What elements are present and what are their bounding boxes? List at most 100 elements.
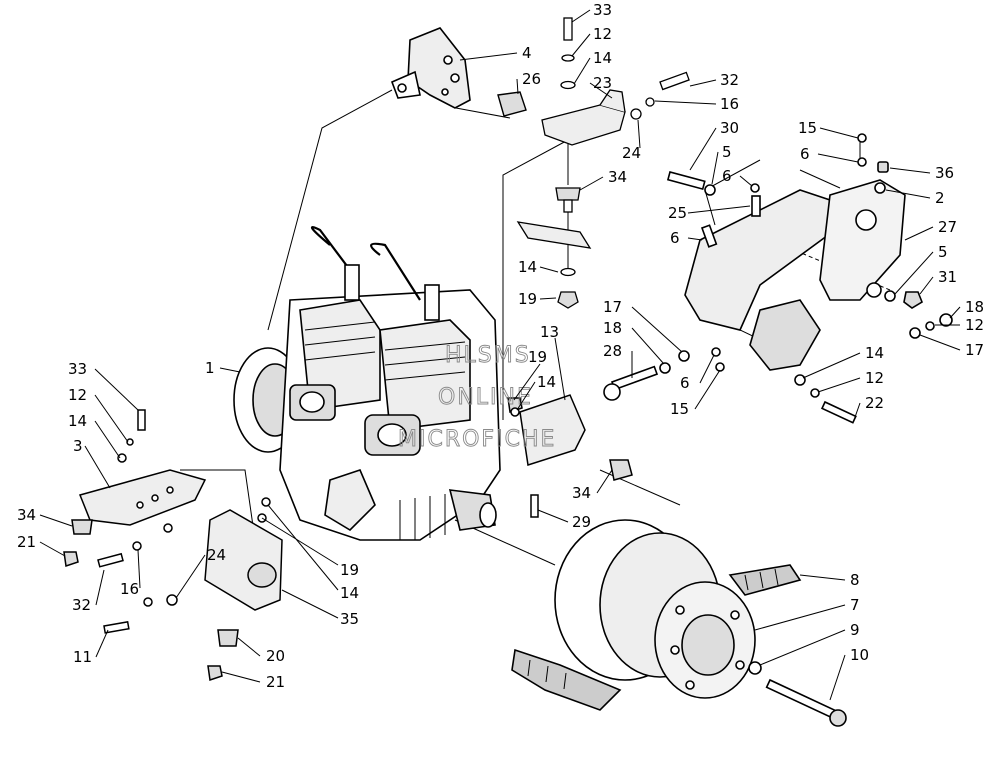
mount-plate-23 <box>541 104 626 146</box>
watermark: HLSMS ONLINE MICROFICHE <box>398 343 555 453</box>
cap-36 <box>877 161 889 173</box>
callout-c-6d: 6 <box>680 354 715 392</box>
callout-number: 14 <box>537 373 556 391</box>
callout-leader <box>687 205 751 214</box>
callout-number: 17 <box>965 341 984 359</box>
callout-number: 32 <box>720 71 739 89</box>
mount-plate-13 <box>519 394 586 466</box>
callout-leader <box>853 402 861 421</box>
callout-c-16a: 16 <box>654 95 739 113</box>
bolt-6-left <box>700 224 718 248</box>
callout-c-7: 7 <box>754 596 860 631</box>
callout-c-34a: 34 <box>579 168 627 191</box>
center-mount-assembly <box>507 394 633 518</box>
washer-14-lower-left <box>261 497 271 507</box>
callout-number: 14 <box>865 344 884 362</box>
callout-leader <box>84 445 111 489</box>
callout-leader <box>219 367 241 373</box>
callout-leader <box>94 394 129 443</box>
washer-18-right <box>939 313 953 327</box>
callout-leader <box>631 306 683 353</box>
washer-18-left <box>659 362 671 374</box>
callout-leader <box>539 266 559 273</box>
washer-5-right <box>704 184 716 196</box>
callout-c-5a: 5 <box>711 143 732 185</box>
callout-leader <box>829 654 846 701</box>
washer-9 <box>748 661 762 675</box>
callout-number: 16 <box>120 580 139 598</box>
callout-leader <box>39 514 73 527</box>
washer-12-right <box>925 321 935 331</box>
callout-leader <box>516 78 519 95</box>
callout-number: 17 <box>603 298 622 316</box>
bushing-2 <box>874 182 886 194</box>
callout-leader <box>694 369 721 410</box>
callout-leader <box>94 420 121 459</box>
callout-number: 35 <box>340 610 359 628</box>
callout-c-17b: 17 <box>919 334 984 359</box>
callout-leader <box>699 354 715 384</box>
callout-c-6c: 6 <box>670 229 703 247</box>
callout-leader <box>571 9 591 23</box>
callout-leader <box>919 276 934 295</box>
washer-14-left <box>117 453 127 463</box>
callout-c-24b: 24 <box>175 546 226 599</box>
bolt-30 <box>666 171 706 191</box>
callout-leader <box>819 127 859 139</box>
spark-plug-wire-left <box>310 226 351 271</box>
callout-leader <box>654 100 717 105</box>
washer-17-right <box>909 327 921 339</box>
callout-c-12d: 12 <box>68 386 129 443</box>
callout-c-36: 36 <box>889 164 954 182</box>
callout-number: 16 <box>720 95 739 113</box>
callout-number: 12 <box>68 386 87 404</box>
callout-c-2: 2 <box>885 189 945 207</box>
callout-leader <box>889 167 931 174</box>
callout-c-1: 1 <box>205 359 241 377</box>
callout-number: 24 <box>207 546 226 564</box>
washer-12-left <box>126 438 134 446</box>
callout-c-33b: 33 <box>68 360 139 411</box>
callout-leader <box>221 671 261 683</box>
callout-leader <box>754 604 846 631</box>
callout-c-24a: 24 <box>622 119 641 162</box>
callout-leader <box>802 352 861 379</box>
callout-leader <box>579 176 604 191</box>
callout-number: 10 <box>850 646 869 664</box>
callout-leader <box>281 589 339 619</box>
callout-leader <box>95 569 105 606</box>
callout-c-14a: 14 <box>573 49 612 85</box>
callout-number: 34 <box>608 168 627 186</box>
rubber-mount-20 <box>217 629 239 647</box>
callout-number: 11 <box>73 648 92 666</box>
callout-c-9: 9 <box>759 621 860 666</box>
lock-washer-12-top <box>561 54 575 62</box>
callout-c-14b: 14 <box>518 258 559 276</box>
washer-12-lower <box>810 388 820 398</box>
callout-number: 30 <box>720 119 739 137</box>
spark-plug-wire-right <box>370 242 421 301</box>
callout-number: 20 <box>266 647 285 665</box>
callout-c-14c: 14 <box>516 373 556 411</box>
callout-c-19a: 19 <box>518 290 557 308</box>
callout-c-23: 23 <box>589 74 613 99</box>
callout-c-32b: 32 <box>72 569 105 614</box>
callout-number: 27 <box>938 218 957 236</box>
callout-leader <box>817 153 859 163</box>
callout-number: 1 <box>205 359 215 377</box>
callout-leader <box>919 334 961 351</box>
callout-c-10: 10 <box>829 646 869 701</box>
nut-6-upper <box>750 183 760 193</box>
top-mount-hardware <box>516 17 690 309</box>
callout-c-14e: 14 <box>68 412 121 459</box>
callout-c-25: 25 <box>668 204 751 222</box>
callout-number: 6 <box>722 167 732 185</box>
callout-number: 2 <box>935 189 945 207</box>
callout-c-11: 11 <box>73 629 109 666</box>
nut-31 <box>903 291 923 309</box>
callout-c-18b: 18 <box>603 319 665 365</box>
callout-number: 33 <box>68 360 87 378</box>
mount-bushing-housing <box>749 299 821 371</box>
rubber-mount-34-left <box>71 519 93 535</box>
